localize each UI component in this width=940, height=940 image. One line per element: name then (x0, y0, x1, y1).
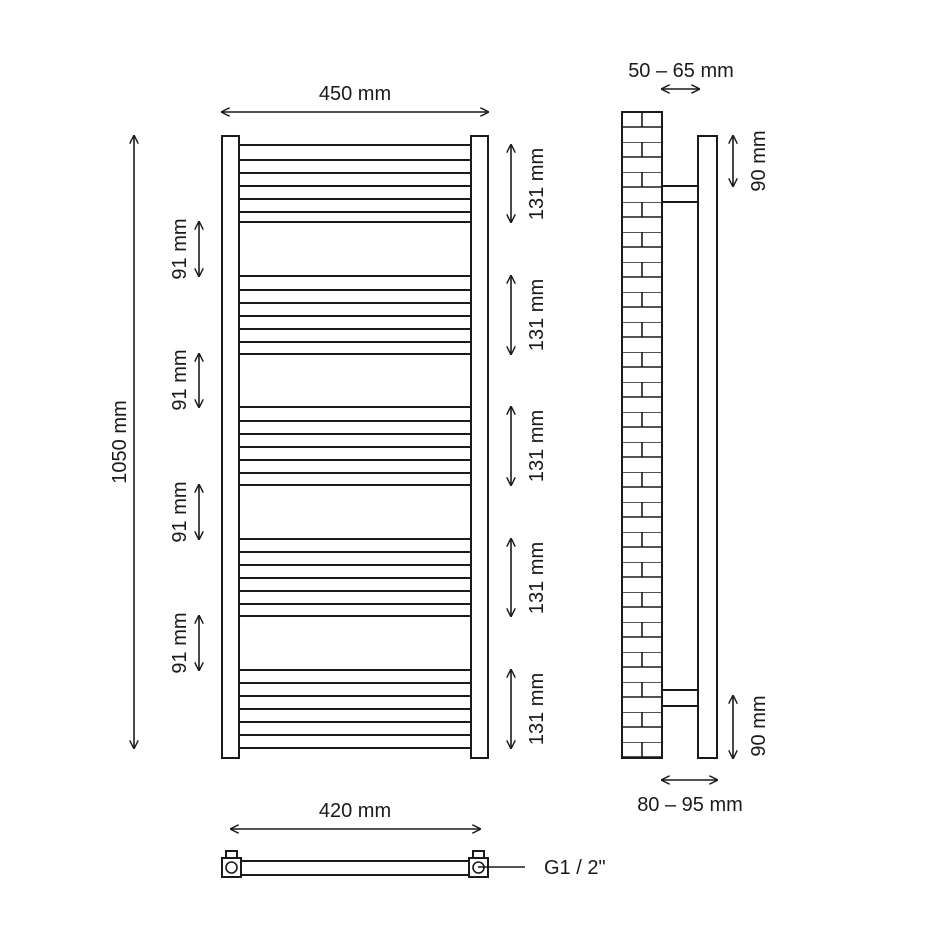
group-label: 131 mm (526, 673, 548, 745)
front-view: 450 mm 1050 mm (109, 83, 548, 759)
group-label: 131 mm (526, 542, 548, 614)
bottom-bracket-label: 90 mm (748, 695, 770, 756)
bottom-rail (238, 860, 472, 876)
connection-label: G1 / 2" (544, 857, 606, 879)
left-valve (221, 850, 242, 878)
width-label: 450 mm (319, 83, 391, 105)
spacing-dimensions: 91 mm 91 mm 91 mm 91 mm (169, 218, 199, 674)
group-label: 131 mm (526, 279, 548, 351)
towel-bars (239, 144, 471, 749)
bar-group-3 (239, 406, 471, 486)
spacing-label: 91 mm (169, 218, 191, 279)
centres-label: 420 mm (319, 800, 391, 822)
left-rail (221, 135, 240, 759)
spacing-label: 91 mm (169, 612, 191, 673)
group-dimensions: 131 mm 131 mm 131 mm 131 mm 131 mm (511, 145, 548, 748)
height-label: 1050 mm (109, 400, 131, 483)
brick-wall (621, 111, 663, 759)
bar-group-2 (239, 275, 471, 355)
spacing-label: 91 mm (169, 349, 191, 410)
spacing-label: 91 mm (169, 481, 191, 542)
side-view: 50 – 65 mm 90 mm 90 mm 80 – 95 mm (621, 60, 770, 816)
group-label: 131 mm (526, 148, 548, 220)
bar-group-1 (239, 144, 471, 223)
right-valve (468, 850, 489, 878)
bottom-bracket (661, 689, 699, 707)
side-rail (697, 135, 718, 759)
depth-label: 80 – 95 mm (637, 794, 743, 816)
top-bracket-label: 90 mm (748, 130, 770, 191)
bar-group-5 (239, 669, 471, 749)
right-rail (470, 135, 489, 759)
top-bracket (661, 185, 699, 203)
bottom-view: 420 mm G1 / 2" (221, 800, 606, 879)
group-label: 131 mm (526, 410, 548, 482)
wall-gap-label: 50 – 65 mm (628, 60, 734, 82)
bar-group-4 (239, 538, 471, 617)
